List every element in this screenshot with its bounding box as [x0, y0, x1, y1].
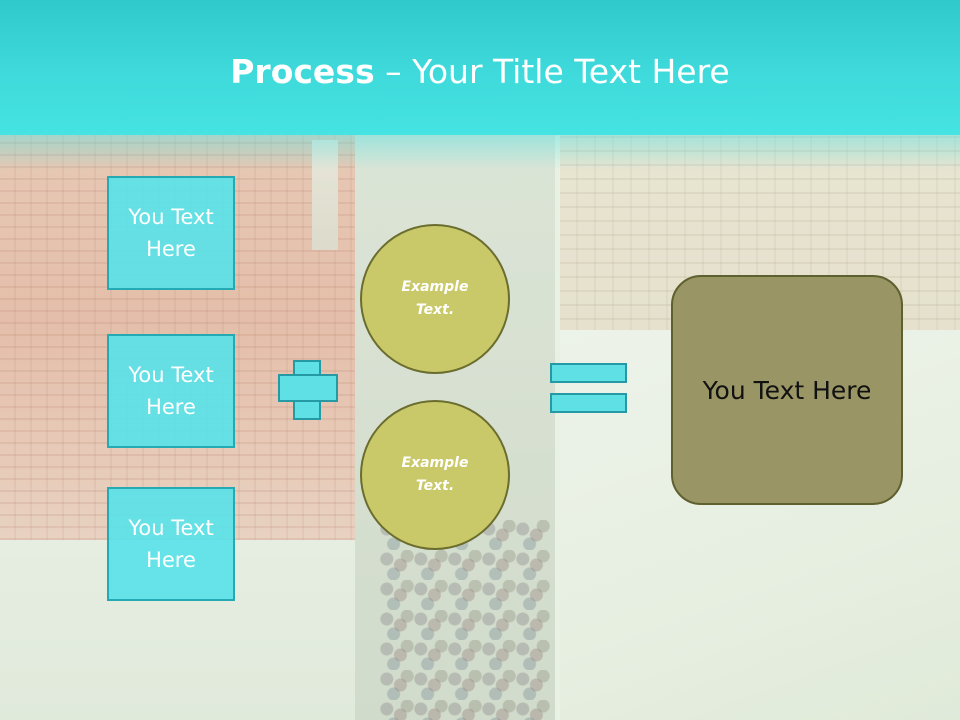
text-box-3[interactable]: You Text Here — [107, 487, 235, 601]
equals-top-bar — [550, 363, 627, 383]
text-box-label: You Text Here — [128, 205, 214, 261]
result-label: You Text Here — [702, 375, 872, 405]
text-box-2[interactable]: You Text Here — [107, 334, 235, 448]
header-fade — [0, 130, 960, 170]
text-box-1[interactable]: You Text Here — [107, 176, 235, 290]
title-banner: Process – Your Title Text Here — [0, 0, 960, 135]
title-dash: – — [385, 52, 402, 91]
example-circle-1[interactable]: Example Text. — [360, 224, 510, 374]
circle-label: Example Text. — [401, 455, 469, 494]
plus-center — [295, 376, 319, 400]
slide-title: Process – Your Title Text Here — [0, 52, 960, 91]
title-rest: Your Title Text Here — [412, 52, 730, 91]
equals-bottom-bar — [550, 393, 627, 413]
result-box[interactable]: You Text Here — [671, 275, 903, 505]
text-box-label: You Text Here — [128, 516, 214, 572]
text-box-label: You Text Here — [128, 363, 214, 419]
title-bold: Process — [230, 52, 375, 91]
circle-label: Example Text. — [401, 279, 469, 318]
street-crowd — [380, 520, 550, 720]
example-circle-2[interactable]: Example Text. — [360, 400, 510, 550]
